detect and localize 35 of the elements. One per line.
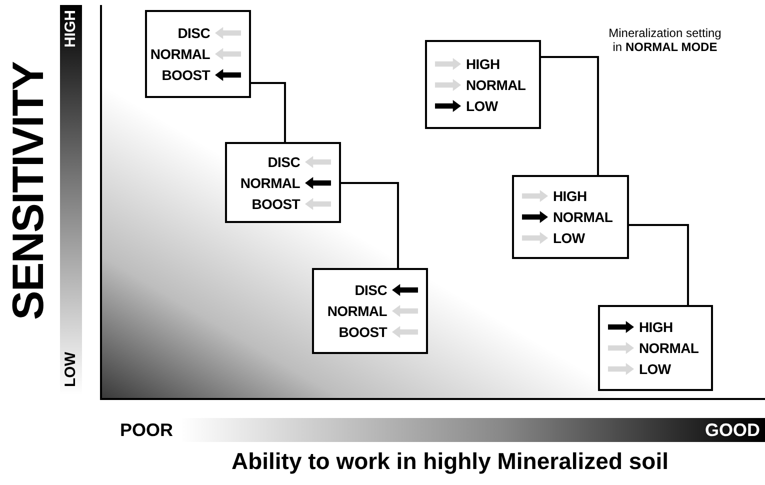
setting-label: DISC	[268, 154, 300, 170]
setting-label: LOW	[639, 361, 671, 377]
axis-title: Ability to work in highly Mineralized soil	[230, 448, 670, 475]
setting-label: DISC	[354, 282, 387, 298]
settings-box	[598, 305, 713, 391]
setting-label: BOOST	[162, 67, 210, 83]
setting-label: NORMAL	[240, 174, 300, 190]
axis-label: HIGH	[62, 10, 79, 48]
settings-box	[425, 40, 541, 129]
axis-label: LOW	[62, 352, 79, 387]
axis-label: GOOD	[705, 420, 760, 441]
connector-line	[341, 182, 399, 268]
connector-line	[251, 82, 286, 142]
settings-box	[312, 268, 428, 354]
setting-label: LOW	[466, 98, 498, 114]
setting-label: NORMAL	[466, 76, 526, 92]
axis-label: POOR	[120, 420, 174, 441]
connector-line	[541, 56, 599, 175]
setting-label: DISC	[178, 25, 210, 41]
settings-box	[225, 142, 341, 223]
setting-label: BOOST	[338, 324, 387, 340]
note-text: Mineralization setting in NORMAL MODE	[608, 26, 722, 54]
connector-line	[629, 224, 689, 305]
setting-label: HIGH	[466, 56, 500, 72]
setting-label: LOW	[553, 230, 585, 246]
settings-box	[512, 175, 629, 259]
setting-label: HIGH	[553, 188, 587, 204]
setting-label: NORMAL	[150, 46, 210, 62]
setting-label: HIGH	[639, 319, 673, 335]
axis-title: SENSITIVITY	[4, 62, 54, 320]
setting-label: NORMAL	[327, 303, 387, 319]
setting-label: NORMAL	[639, 340, 699, 356]
setting-label: NORMAL	[553, 209, 613, 225]
setting-label: BOOST	[252, 196, 300, 212]
settings-box	[145, 10, 251, 98]
